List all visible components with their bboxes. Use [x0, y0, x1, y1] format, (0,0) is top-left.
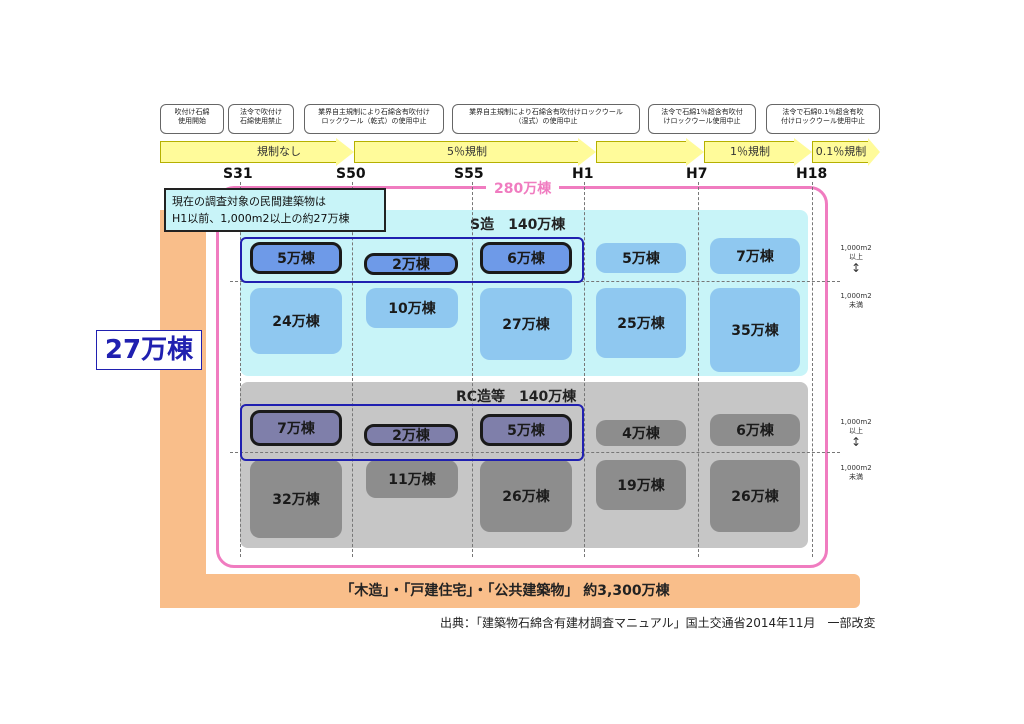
- s-bottom-s55: 27万棟: [480, 288, 572, 360]
- callout-h1: 業界自主規制により石綿含有吹付けロックウール （湿式）の使用中止: [452, 104, 640, 134]
- s-size-upper-label: 1,000m2 以上: [840, 244, 872, 261]
- arrow-label-1pct: 1％規制: [730, 145, 770, 158]
- arrow-head-4: [794, 138, 812, 166]
- arrow-label-01pct: 0.1％規制: [815, 145, 867, 158]
- era-s50: S50: [336, 166, 366, 182]
- rc-size-divider: [230, 452, 840, 453]
- callout-h7: 法令で石綿1％超含有吹付 けロックウール使用中止: [648, 104, 756, 134]
- callout-h18: 法令で石綿0.1％超含有吹 付けロックウール使用中止: [766, 104, 880, 134]
- s-bottom-s50: 10万棟: [366, 288, 458, 328]
- arrow-segment-5pct: 5％規制: [354, 141, 580, 163]
- arrow-label-5pct: 5％規制: [447, 145, 487, 158]
- s-top-h1: 5万棟: [596, 243, 686, 273]
- arrow-segment-01pct: 0.1％規制: [812, 141, 870, 163]
- rc-size-arrow: ↕: [850, 435, 862, 449]
- rc-highlight-outline: [240, 404, 584, 461]
- arrow-head-3: [686, 138, 704, 166]
- rc-title: RC造等 140万棟: [456, 389, 577, 405]
- rc-top-h1: 4万棟: [596, 420, 686, 446]
- rc-size-upper-label: 1,000m2 以上: [840, 418, 872, 435]
- arrow-head-5: [868, 138, 880, 166]
- arrow-segment-1pct: 1％規制: [704, 141, 796, 163]
- rc-top-s55: 5万棟: [480, 414, 572, 446]
- orange-vertical-band: [160, 210, 206, 608]
- arrow-label-none: 規制なし: [257, 145, 301, 158]
- arrow-head-1: [336, 138, 354, 166]
- rc-size-lower-label: 1,000m2 未満: [840, 464, 872, 481]
- s-bottom-h7: 35万棟: [710, 288, 800, 372]
- era-s31: S31: [223, 166, 253, 182]
- rc-bottom-h1: 19万棟: [596, 460, 686, 510]
- rc-top-h7: 6万棟: [710, 414, 800, 446]
- s-highlight-outline: [240, 237, 584, 283]
- era-s55: S55: [454, 166, 484, 182]
- source-citation: 出典：「建築物石綿含有建材調査マニュアル」国土交通省2014年11月 一部改変: [440, 616, 876, 630]
- s-top-s31: 5万棟: [250, 242, 342, 274]
- s-size-lower-label: 1,000m2 未満: [840, 292, 872, 309]
- rc-top-s31: 7万棟: [250, 410, 342, 446]
- total-label: 280万棟: [486, 178, 560, 198]
- era-h1: H1: [572, 166, 594, 182]
- s-bottom-h1: 25万棟: [596, 288, 686, 358]
- rc-top-s50: 2万棟: [364, 424, 458, 446]
- callout-s31: 吹付け石綿 使用開始: [160, 104, 224, 134]
- arrow-head-2: [578, 138, 596, 166]
- callout-s50: 法令で吹付け 石綿使用禁止: [228, 104, 294, 134]
- bottom-label: 「木造」・「戸建住宅」・「公共建築物」 約3,300万棟: [340, 583, 670, 599]
- s-top-s55: 6万棟: [480, 242, 572, 274]
- era-line-h7: [698, 182, 699, 557]
- era-line-s55: [472, 182, 473, 557]
- era-h18: H18: [796, 166, 828, 182]
- s-bottom-s31: 24万棟: [250, 288, 342, 354]
- era-line-h1: [584, 182, 585, 557]
- callout-s55: 業界自主規制により石綿含有吹付け ロックウール（乾式）の使用中止: [304, 104, 444, 134]
- s-title: S造 140万棟: [470, 217, 566, 233]
- s-top-s50: 2万棟: [364, 253, 458, 275]
- s-top-h7: 7万棟: [710, 238, 800, 274]
- big-count-label: 27万棟: [96, 330, 202, 370]
- rc-bottom-s55: 26万棟: [480, 460, 572, 532]
- arrow-segment-gap: [596, 141, 688, 163]
- era-line-h18: [812, 182, 813, 557]
- era-line-s31: [240, 182, 241, 557]
- rc-bottom-h7: 26万棟: [710, 460, 800, 532]
- era-h7: H7: [686, 166, 708, 182]
- info-box: 現在の調査対象の民間建築物は H1以前、1,000m2以上の約27万棟: [164, 188, 386, 232]
- era-line-s50: [352, 182, 353, 557]
- rc-bottom-s31: 32万棟: [250, 460, 342, 538]
- arrow-segment-none: 規制なし: [160, 141, 338, 163]
- s-size-arrow: ↕: [850, 261, 862, 275]
- orange-bottom-band: [160, 574, 860, 608]
- rc-bottom-s50: 11万棟: [366, 460, 458, 498]
